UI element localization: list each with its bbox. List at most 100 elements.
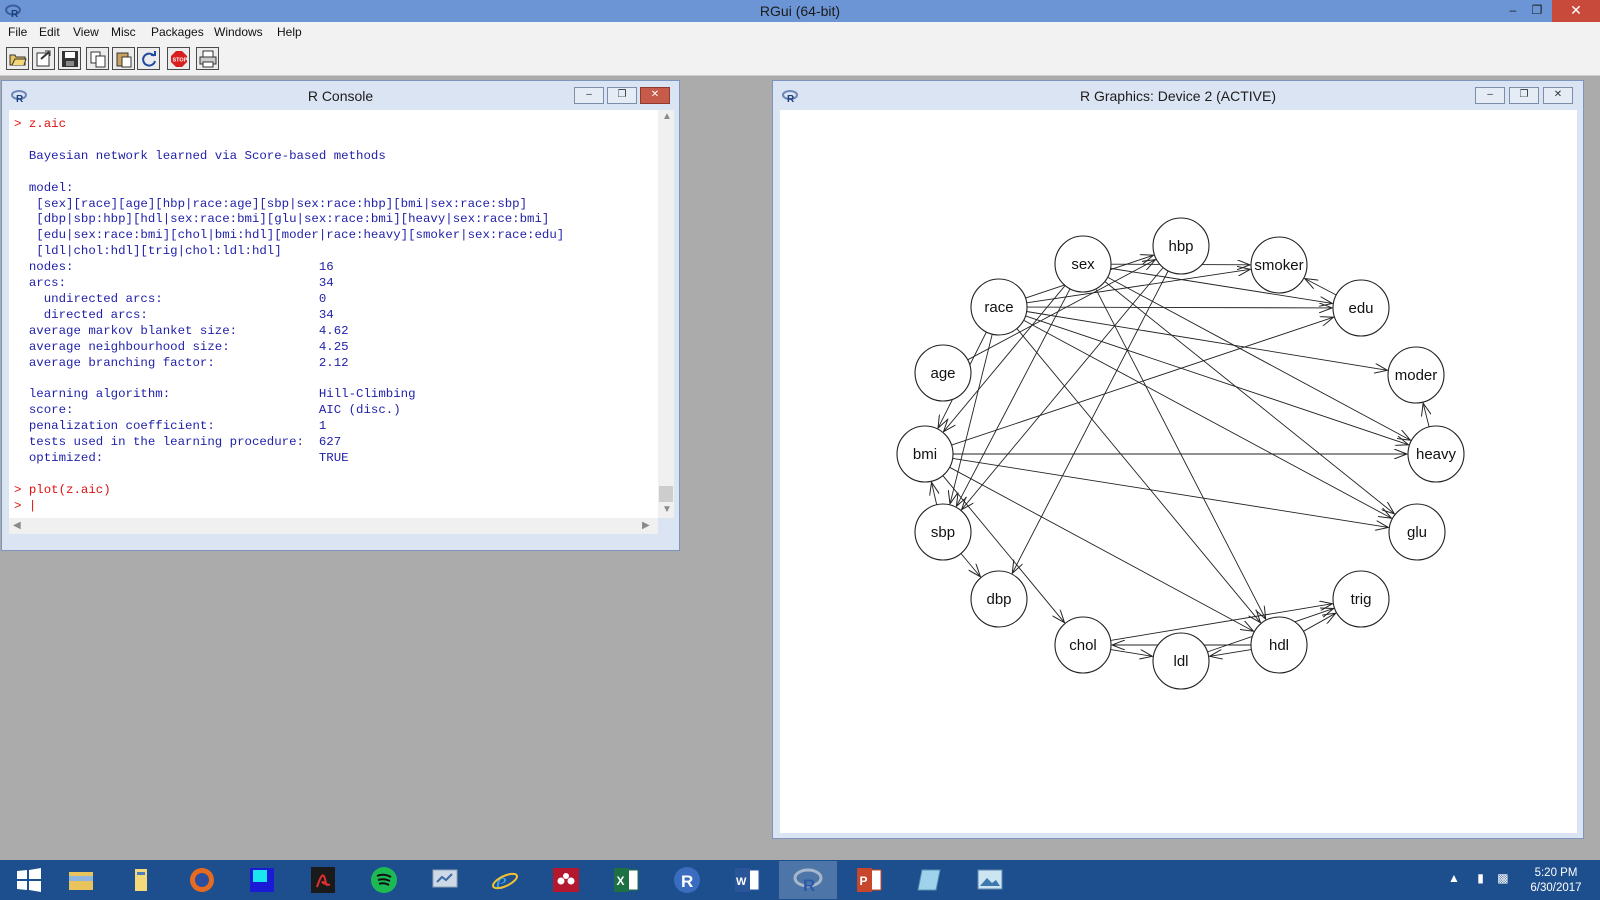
windows-logo-icon [17,868,41,892]
taskbar-powerpoint[interactable]: P [840,861,898,899]
arc-sex-bmi [944,285,1066,432]
internet-explorer-icon: e [492,869,518,894]
taskbar-mendeley[interactable] [537,861,595,899]
menu-misc[interactable]: Misc [111,25,136,39]
taskbar-rgui[interactable]: R [779,861,837,899]
stop-icon: STOP [171,51,188,67]
menu-file[interactable]: File [8,25,28,39]
node-circle [1407,425,1465,483]
console-close-button[interactable]: ✕ [640,87,670,104]
system-clock[interactable]: 5:20 PM 6/30/2017 [1518,866,1594,896]
node-chol: chol [1054,616,1112,674]
arc-sbp-bmi [932,482,937,505]
console-maximize-button[interactable]: ❐ [607,87,637,104]
menu-view[interactable]: View [73,25,99,39]
taskbar-presentation[interactable] [416,861,474,899]
chevron-up-icon[interactable]: ▲ [1448,871,1460,885]
copy-paste-button[interactable] [137,47,160,70]
node-circle [970,570,1028,628]
arc-hbp-dbp [1012,270,1169,573]
print-button[interactable] [196,47,219,70]
taskbar-firefox[interactable] [173,861,231,899]
taskbar-internet-explorer[interactable]: e [476,861,534,899]
battery-icon[interactable]: ▮ [1477,871,1484,885]
node-race: race [970,278,1028,336]
word-icon: W [735,868,760,892]
taskbar-file-explorer[interactable] [52,861,110,899]
graphics-titlebar[interactable]: R R Graphics: Device 2 (ACTIVE) – ❐ ✕ [773,81,1583,109]
taskbar-folder[interactable] [112,861,170,899]
console-line: learning algorithm: Hill-Climbing [14,387,416,402]
console-line: average markov blanket size: 4.62 [14,323,349,338]
folder-icon [135,869,147,891]
firefox-icon [190,868,214,892]
node-hdl: hdl [1250,616,1308,674]
arc-bmi-glu [952,457,1389,527]
load-workspace-icon [36,50,51,67]
console-title: R Console [307,88,374,104]
node-smoker: smoker [1250,236,1308,294]
taskbar-excel[interactable]: X [597,861,655,899]
console-horizontal-scrollbar[interactable]: ◀ ▶ [9,518,658,534]
start-button[interactable] [0,861,58,899]
taskbar-photos[interactable] [961,861,1019,899]
console-titlebar[interactable]: R R Console – ❐ ✕ [2,81,679,109]
arc-edu-smoker [1305,278,1337,296]
menu-edit[interactable]: Edit [39,25,60,39]
taskbar-acrobat[interactable] [294,861,352,899]
node-circle [1152,632,1210,690]
scroll-up-icon[interactable]: ▲ [662,111,672,122]
save-workspace-button[interactable] [58,47,81,70]
signal-icon[interactable]: ▩ [1497,871,1509,885]
arc-race-sbp [950,334,993,504]
scroll-down-icon[interactable]: ▼ [662,504,672,515]
scroll-right-icon[interactable]: ▶ [642,520,650,531]
console-line: > z.aic [14,117,67,131]
menu-help[interactable]: Help [277,25,302,39]
graphics-close-button[interactable]: ✕ [1543,87,1573,104]
stop-button[interactable]: STOP [167,47,190,70]
load-workspace-button[interactable] [32,47,55,70]
file-explorer-icon [69,872,93,890]
node-glu: glu [1388,503,1446,561]
node-circle [914,344,972,402]
taskbar-notepad[interactable] [900,861,958,899]
paste-button[interactable] [112,47,135,70]
graphics-maximize-button[interactable]: ❐ [1509,87,1539,104]
console-vertical-scrollbar[interactable]: ▲ ▼ [658,110,674,518]
graphics-minimize-button[interactable]: – [1475,87,1505,104]
open-script-button[interactable] [6,47,29,70]
console-line: > plot(z.aic) [14,482,111,497]
scroll-left-icon[interactable]: ◀ [13,520,21,531]
scrollbar-thumb[interactable] [659,486,673,502]
taskbar-r-app[interactable]: R [658,861,716,899]
node-label: trig [1351,591,1372,608]
node-circle [1054,235,1112,293]
node-label: chol [1069,637,1097,654]
graphics-window[interactable]: R R Graphics: Device 2 (ACTIVE) – ❐ ✕ se… [772,80,1584,839]
taskbar-spotify[interactable] [355,861,413,899]
console-line: [sex][race][age][hbp|race:age][sbp|sex:r… [14,196,528,211]
taskbar-word[interactable]: W [718,861,776,899]
taskbar-app-blue[interactable] [233,861,291,899]
node-label: age [930,365,955,382]
minimize-button[interactable]: – [1509,3,1517,17]
node-trig: trig [1332,570,1390,628]
node-dbp: dbp [970,570,1028,628]
console-line: tests used in the learning procedure: 62… [14,435,342,450]
close-button[interactable]: ✕ [1552,0,1600,22]
menu-packages[interactable]: Packages [151,25,204,39]
taskbar: e X R W R P ▲ ▮ ▩ 5:20 PM 6/30/2017 [0,860,1600,900]
copy-button[interactable] [86,47,109,70]
menu-windows[interactable]: Windows [214,25,263,39]
console-line: average neighbourhood size: 4.25 [14,339,349,354]
console-window[interactable]: R R Console – ❐ ✕ > z.aic Bayesian netwo… [1,80,680,551]
console-output[interactable]: > z.aic Bayesian network learned via Sco… [9,110,674,518]
console-line: [dbp|sbp:hbp][hdl|sex:race:bmi][glu|sex:… [14,212,550,227]
save-icon [62,51,78,67]
restore-button[interactable]: ❐ [1531,3,1543,17]
console-text: > z.aic Bayesian network learned via Sco… [14,117,564,515]
console-minimize-button[interactable]: – [574,87,604,104]
